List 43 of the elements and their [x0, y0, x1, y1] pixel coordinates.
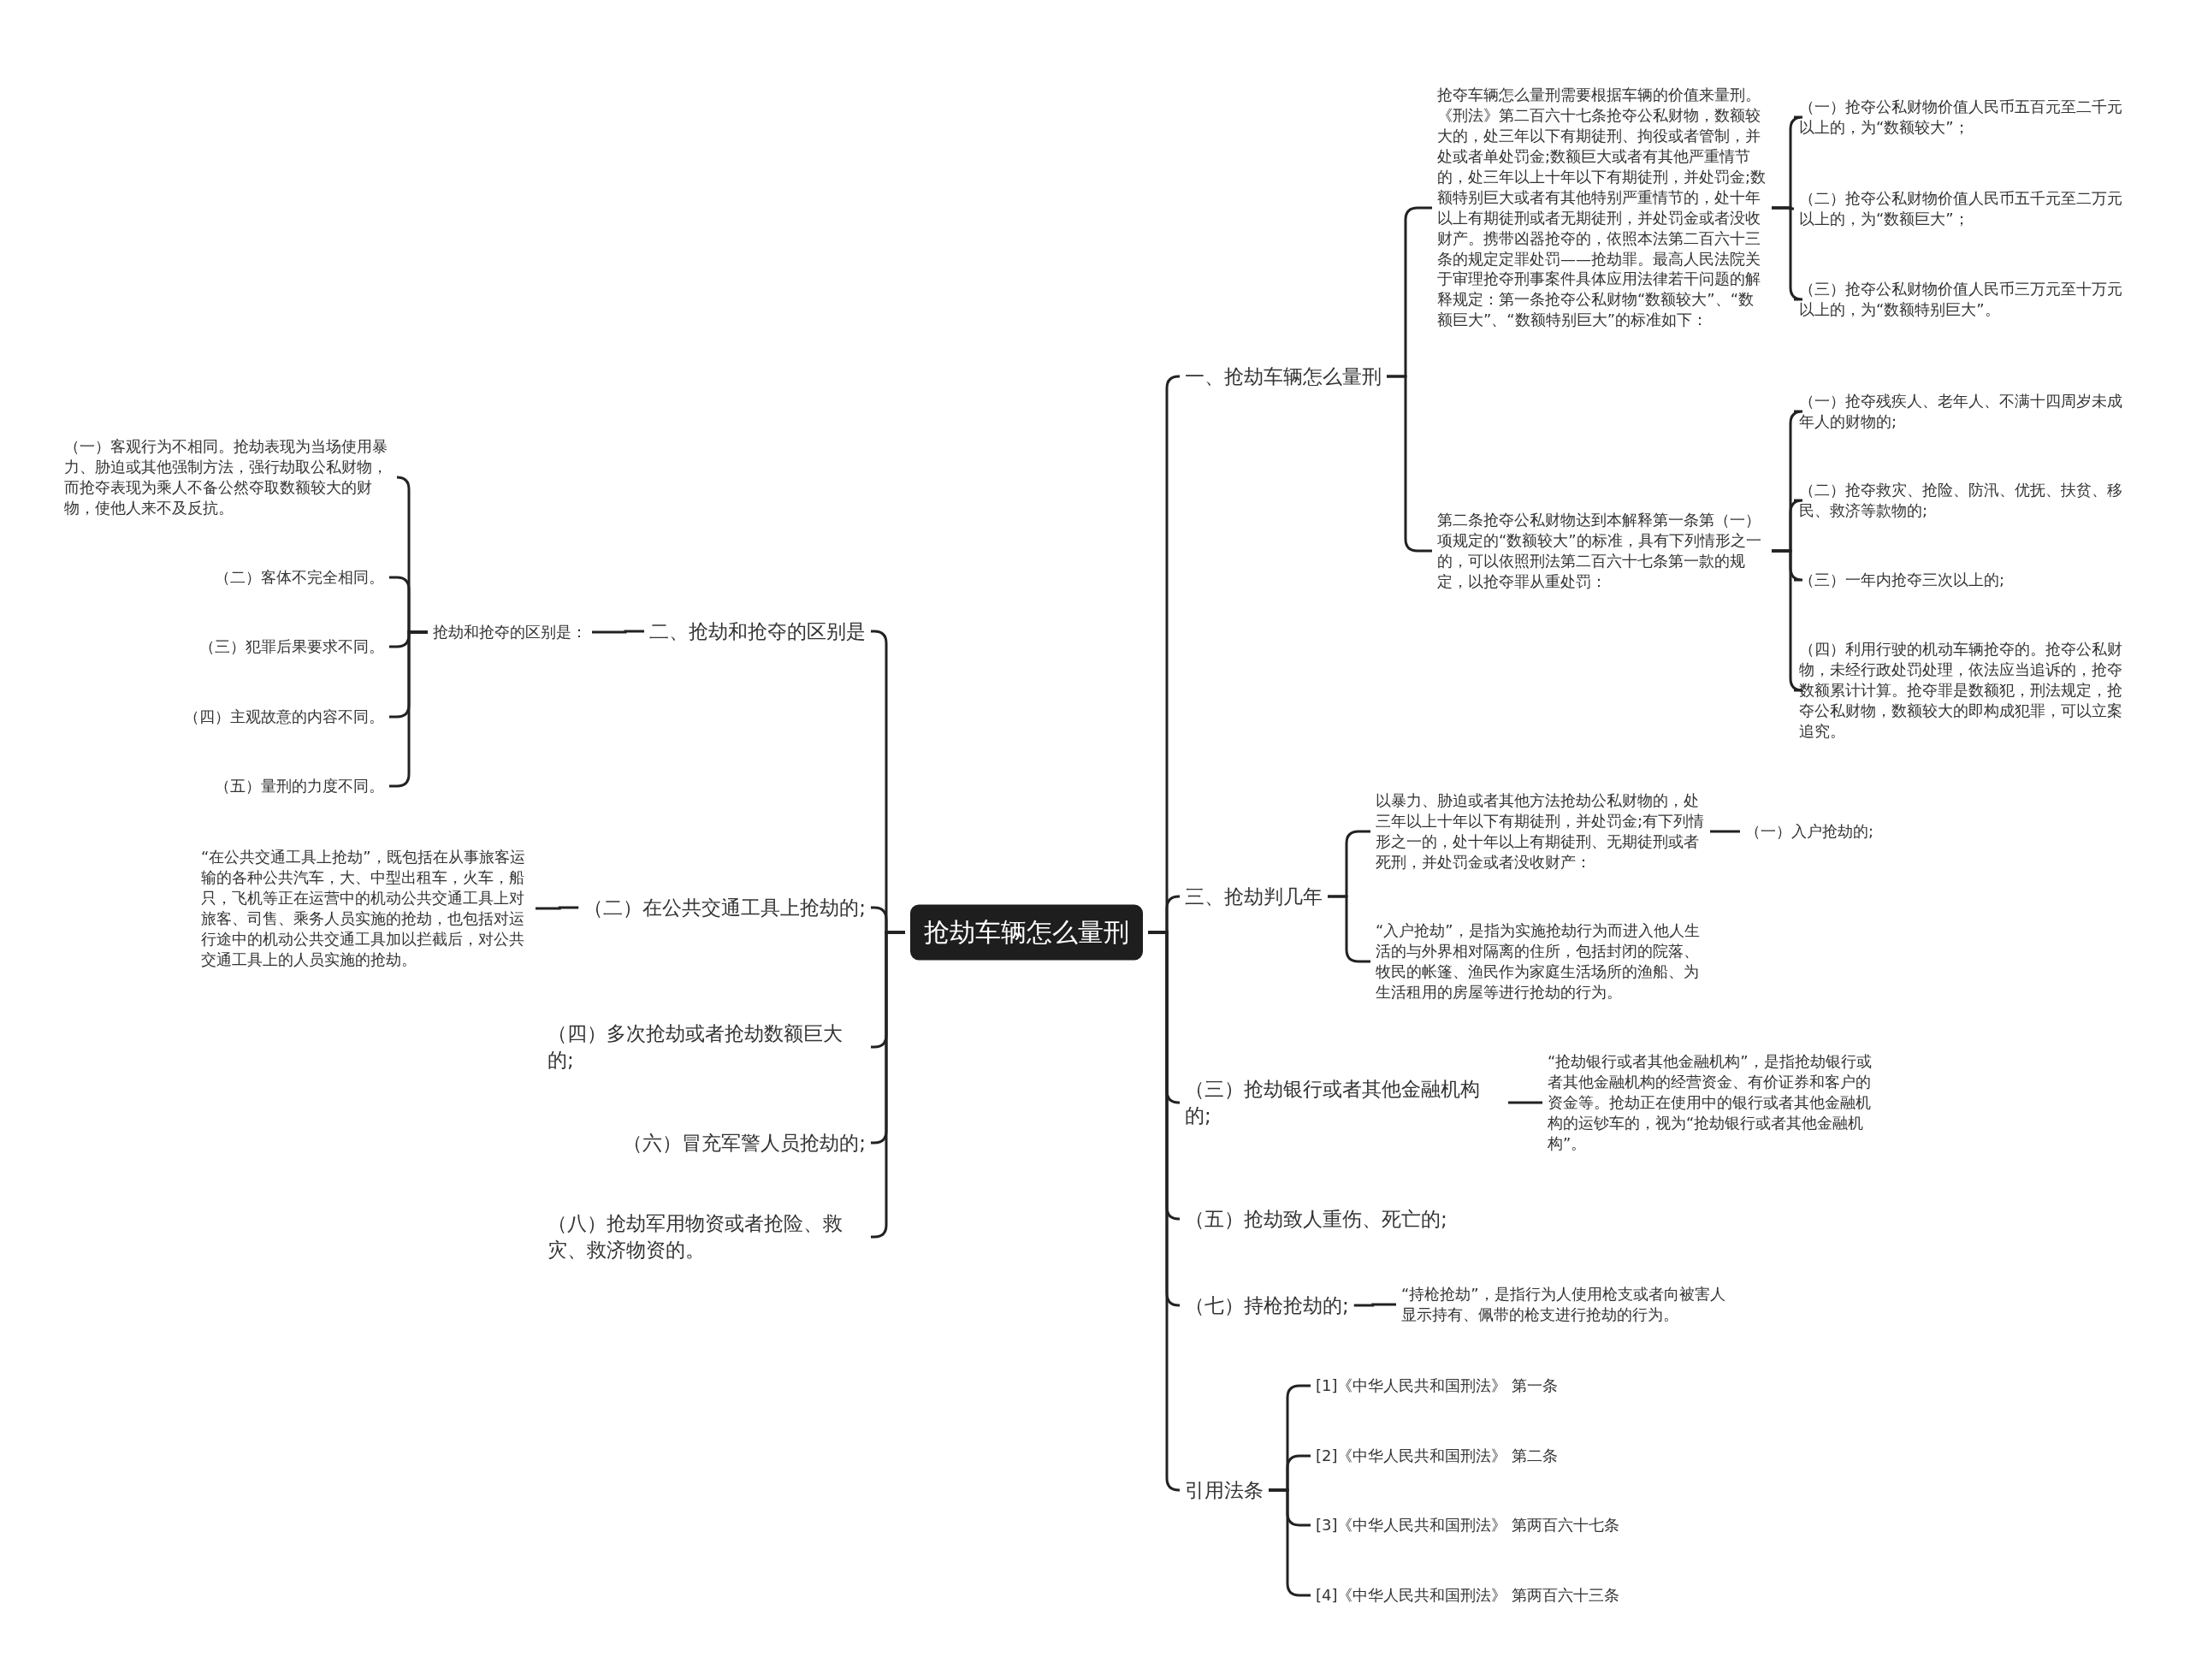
branch-topic-text: （四）多次抢劫或者抢劫数额巨大的; [548, 1020, 866, 1074]
note-text: （一）抢夺残疾人、老年人、不满十四周岁未成年人的财物的; [1799, 391, 2128, 432]
branch-topic-text: 二、抢劫和抢夺的区别是 [649, 618, 866, 645]
branch-topic-text: （八）抢劫军用物资或者抢险、救灾、救济物资的。 [548, 1210, 866, 1263]
note-text: （二）抢夺公私财物价值人民币五千元至二万元以上的，为“数额巨大”； [1799, 188, 2128, 229]
note-text: （一）客观行为不相同。抢劫表现为当场使用暴力、胁迫或其他强制方法，强行劫取公私财物，而抢夺表现为乘人不备公然夺取数额较大的财物，使他人来不及反抗。 [64, 436, 394, 518]
branch-topic-text: （六）冒充军警人员抢劫的; [623, 1129, 866, 1156]
note-text: 抢劫和抢夺的区别是： [433, 622, 587, 642]
connector-line [1710, 830, 1740, 833]
branch-topic-text: 一、抢劫车辆怎么量刑 [1185, 363, 1382, 390]
note-text: 以暴力、胁迫或者其他方法抢劫公私财物的，处三年以上十年以下有期徒刑，并处罚金;有下列情形之一的，处十年以上有期徒刑、无期徒刑或者死刑，并处罚金或者没收财产： [1376, 790, 1705, 873]
note-text: 抢夺车辆怎么量刑需要根据车辆的价值来量刑。《刑法》第二百六十七条抢夺公私财物，数额较大的，处三年以下有期徒刑、拘役或者管制，并处或者单处罚金;数额巨大或者有其他严重情节的，处三年以上十年以下有期徒刑，并处罚金;数额特别巨大或者有其他特别严重情节的，处十年以上有期徒刑或者无期徒刑，并处罚金或者没收财产。携带凶器抢夺的，依照本法第二百六十三条的规定定罪处罚——抢劫罪。最高人民法院关于审理抢夺刑事案件具体应用法律若干问题的解释规定：第一条抢夺公私财物“数额较大”、“数额巨大”、“数额特别巨大”的标准如下： [1437, 85, 1767, 331]
note-text: （四）利用行驶的机动车辆抢夺的。抢夺公私财物，未经行政处罚处理，依法应当追诉的，抢夺数额累计计算。抢夺罪是数额犯，刑法规定，抢夺公私财物，数额较大的即构成犯罪，可以立案追究。 [1799, 639, 2128, 742]
note-text: （三）一年内抢夺三次以上的; [1799, 570, 2005, 590]
note-text: [3]《中华人民共和国刑法》 第两百六十七条 [1316, 1515, 1620, 1535]
note-text: “在公共交通工具上抢劫”，既包括在从事旅客运输的各种公共汽车，大、中型出租车，火车，船只，飞机等正在运营中的机动公共交通工具上对旅客、司售、乘务人员实施的抢劫，也包括对运行途中的机动公共交通工具加以拦截后，对公共交通工具上的人员实施的抢劫。 [201, 847, 530, 970]
branch-topic-text: （三）抢劫银行或者其他金融机构的; [1185, 1076, 1503, 1129]
note-text: [4]《中华人民共和国刑法》 第两百六十三条 [1316, 1585, 1620, 1606]
branch-topic-text: 三、抢劫判几年 [1185, 883, 1323, 910]
note-text: （三）犯罪后果要求不同。 [199, 636, 384, 657]
note-text: （二）客体不完全相同。 [215, 567, 384, 588]
note-text: （三）抢夺公私财物价值人民币三万元至十万元以上的，为“数额特别巨大”。 [1799, 279, 2128, 320]
note-text: [1]《中华人民共和国刑法》 第一条 [1316, 1375, 1559, 1396]
branch-topic-text: 引用法条 [1185, 1476, 1264, 1504]
note-text: （五）量刑的力度不同。 [215, 776, 384, 796]
note-text: “抢劫银行或者其他金融机构”，是指抢劫银行或者其他金融机构的经营资金、有价证券和客户的资金等。抢劫正在使用中的银行或者其他金融机构的运钞车的，视为“抢劫银行或者其他金融机构”。 [1548, 1051, 1877, 1154]
note-text: （一）抢夺公私财物价值人民币五百元至二千元以上的，为“数额较大”； [1799, 97, 2128, 138]
connector-line [536, 906, 579, 910]
branch-topic-text: （二）在公共交通工具上抢劫的; [583, 894, 866, 921]
note-text: （一）入户抢劫的; [1745, 821, 1874, 842]
note-text: 第二条抢夺公私财物达到本解释第一条第（一）项规定的“数额较大”的标准，具有下列情形之一的，可以依照刑法第二百六十七条第一款的规定，以抢夺罪从重处罚： [1437, 510, 1767, 592]
central-topic-box: 抢劫车辆怎么量刑 [910, 904, 1143, 961]
connector-line [1148, 931, 1181, 1492]
connector-line [1508, 1101, 1542, 1104]
note-text: （四）主观故意的内容不同。 [184, 707, 384, 727]
note-text: “持枪抢劫”，是指行为人使用枪支或者向被害人显示持有、佩带的枪支进行抢劫的行为。 [1401, 1284, 1731, 1325]
connector-line [592, 630, 644, 634]
connector-line [1353, 1303, 1396, 1307]
note-text: “入户抢劫”，是指为实施抢劫行为而进入他人生活的与外界相对隔离的住所，包括封闭的院落、牧民的帐篷、渔民作为家庭生活场所的渔船、为生活租用的房屋等进行抢劫的行为。 [1376, 920, 1705, 1003]
branch-topic-text: （五）抢劫致人重伤、死亡的; [1185, 1205, 1447, 1233]
branch-topic-text: （七）持枪抢劫的; [1185, 1292, 1349, 1319]
note-text: [2]《中华人民共和国刑法》 第二条 [1316, 1446, 1559, 1466]
note-text: （二）抢夺救灾、抢险、防汛、优抚、扶贫、移民、救济等款物的; [1799, 480, 2128, 521]
